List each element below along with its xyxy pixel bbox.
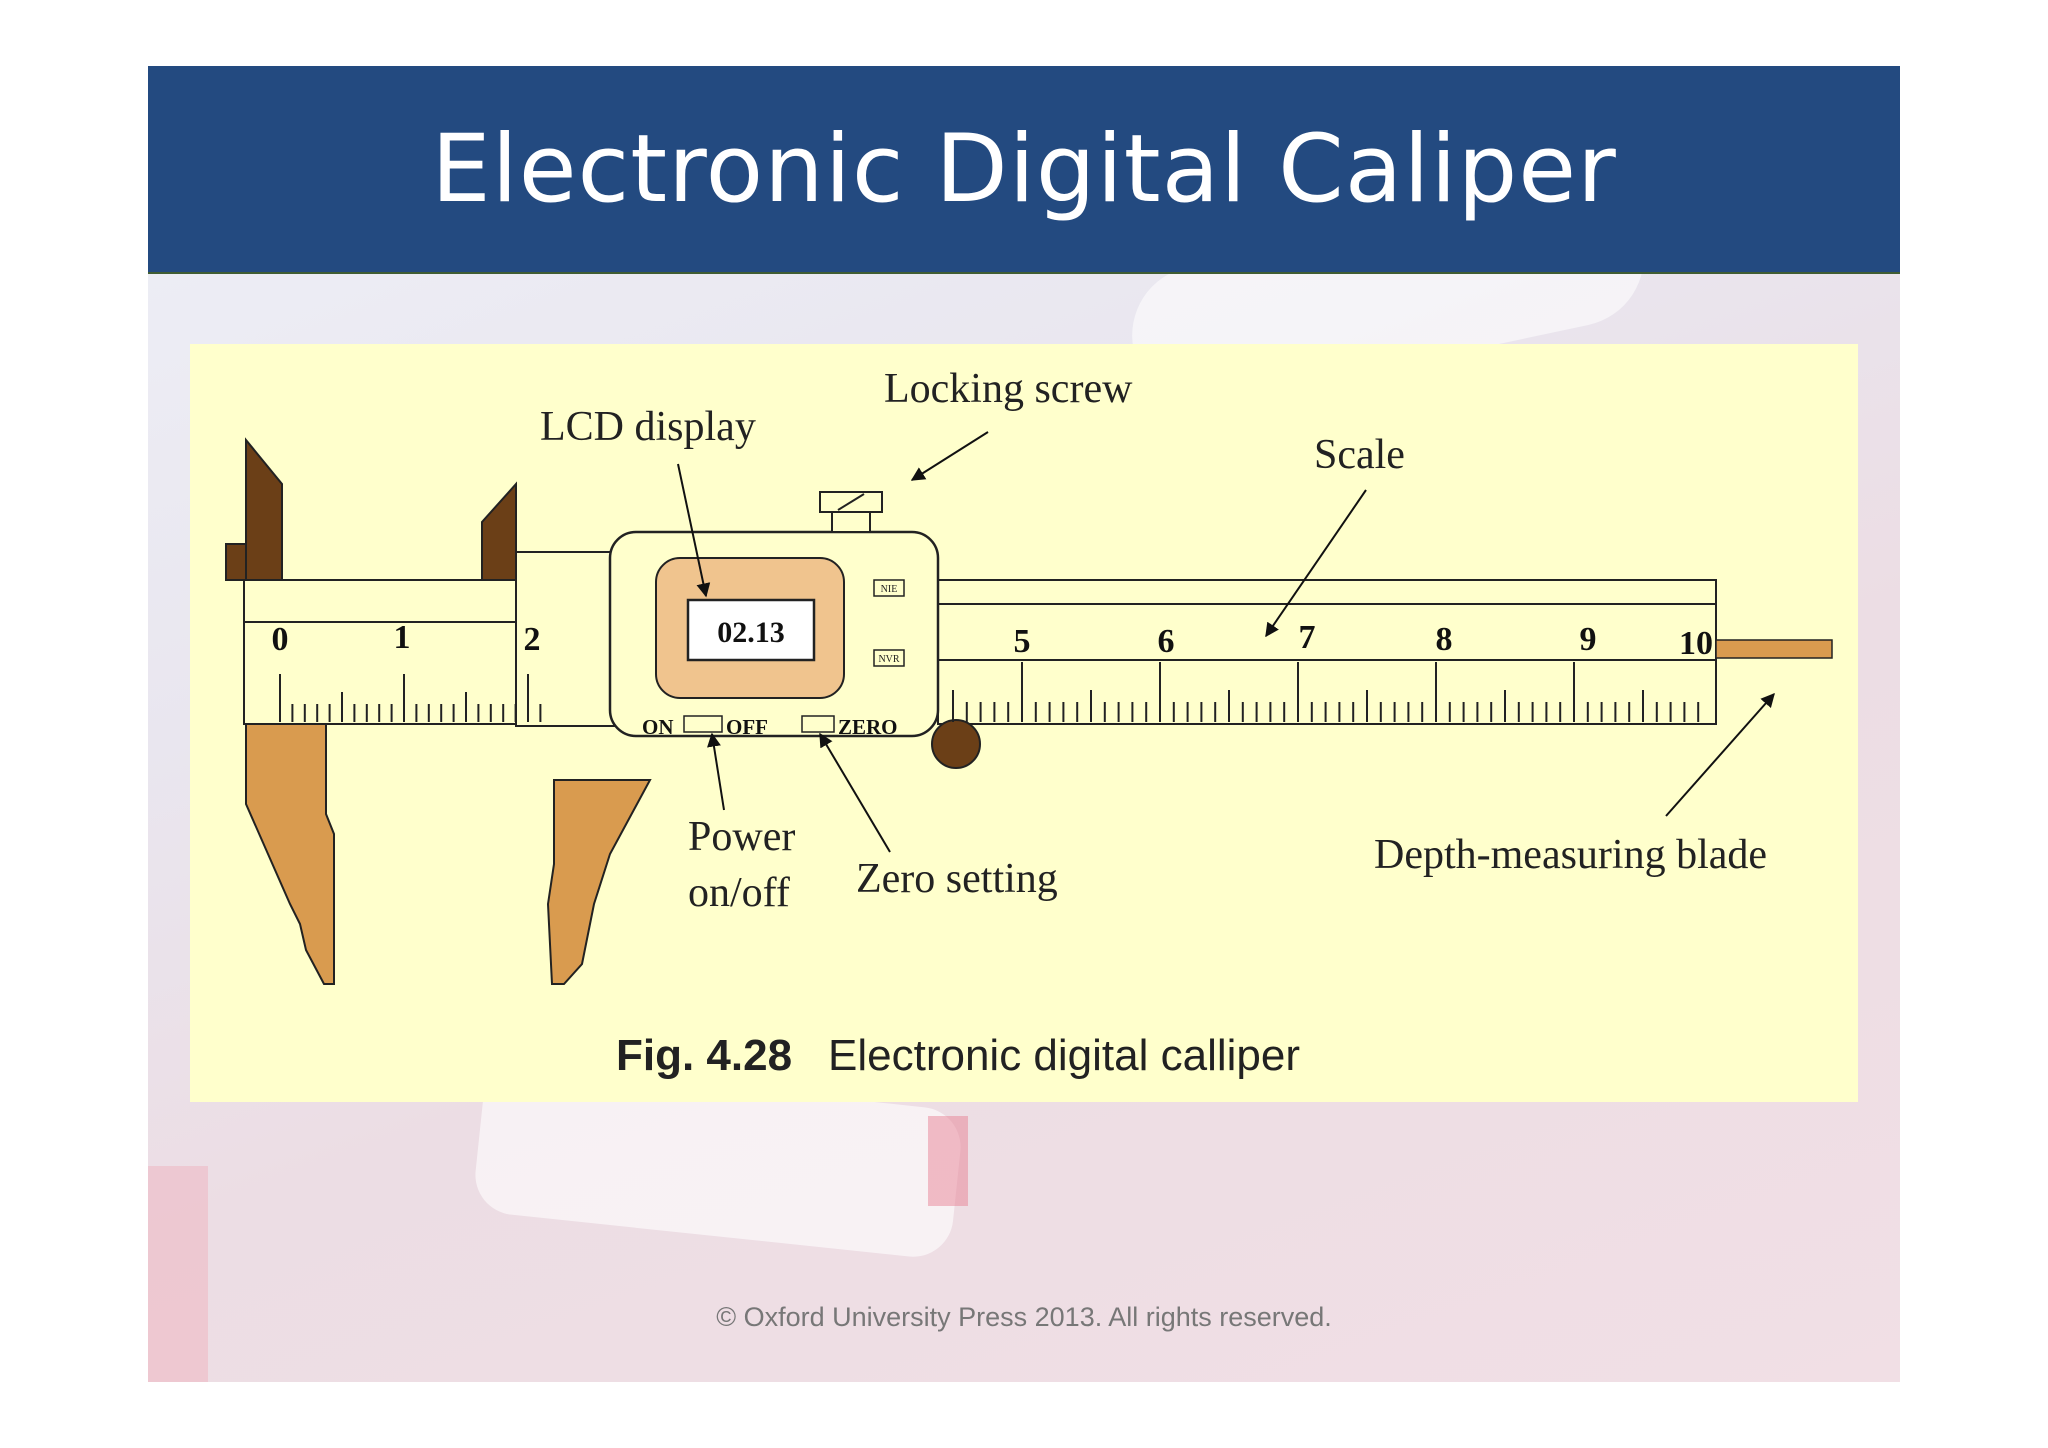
nie-button[interactable]: [873, 579, 905, 597]
upper-jaw-fixed-body: [245, 437, 283, 581]
lower-jaw-sliding: [546, 779, 652, 985]
power-label-line1: Power: [688, 814, 795, 860]
slider-left-block: [515, 551, 615, 727]
thumb-wheel[interactable]: [931, 719, 981, 769]
depth-blade-label: Depth-measuring blade: [1374, 832, 1767, 878]
nvr-button-label: NVR: [878, 654, 899, 665]
scale-number: 1: [394, 619, 411, 656]
main-beam-right: [937, 579, 1717, 725]
background-blur-shape: [148, 1166, 208, 1382]
on-label: ON: [642, 715, 674, 739]
lcd-display-label: LCD display: [540, 404, 756, 450]
depth-measuring-blade: [1715, 639, 1833, 659]
depth-blade-arrow: [1665, 692, 1775, 817]
slide-background: Electronic Digital Caliper: [148, 66, 1900, 1382]
caliper-diagram: 02.13 NIE NVR ON OFF ZERO: [225, 366, 1833, 1080]
scale-number: 10: [1679, 625, 1713, 662]
scale-number: 2: [524, 621, 541, 658]
power-arrow: [707, 732, 725, 811]
slide-title: Electronic Digital Caliper: [431, 114, 1617, 224]
lcd-reading: 02.13: [717, 616, 785, 649]
zero-label: ZERO: [838, 715, 898, 739]
scale-number: 9: [1580, 621, 1597, 658]
lcd-display-arrow: [677, 463, 711, 598]
figure-panel: 02.13 NIE NVR ON OFF ZERO: [190, 344, 1858, 1102]
scale-arrow: [1265, 489, 1367, 638]
locking-screw-stem: [831, 511, 871, 533]
title-bar: Electronic Digital Caliper: [148, 66, 1900, 274]
lcd-screen: [686, 598, 816, 662]
lower-jaw-fixed: [245, 723, 335, 985]
figure-number: Fig. 4.28: [616, 1031, 792, 1080]
figure-caption: Electronic digital calliper: [828, 1031, 1300, 1080]
scale-label: Scale: [1314, 432, 1405, 478]
scale-number: 7: [1299, 619, 1316, 656]
scale-number: 5: [1014, 623, 1031, 660]
nvr-button[interactable]: [873, 649, 905, 667]
copyright-footer: © Oxford University Press 2013. All righ…: [716, 1302, 1332, 1332]
power-button[interactable]: [683, 715, 723, 733]
zero-setting-arrow: [819, 732, 891, 853]
background-blur-shape: [928, 1116, 968, 1206]
upper-jaw-sliding: [481, 481, 517, 581]
power-label-line2: on/off: [688, 870, 790, 916]
off-label: OFF: [726, 715, 768, 739]
locking-screw-label: Locking screw: [884, 366, 1133, 412]
locking-screw-arrow: [910, 431, 989, 481]
scale-ticks: [279, 662, 1700, 722]
locking-screw-slot: [837, 493, 865, 511]
scale-number: 0: [272, 621, 289, 658]
zero-setting-label: Zero setting: [856, 856, 1058, 902]
nie-button-label: NIE: [881, 584, 898, 595]
scale-number: 6: [1158, 623, 1175, 660]
scale-number: 8: [1436, 621, 1453, 658]
zero-button[interactable]: [801, 715, 835, 733]
